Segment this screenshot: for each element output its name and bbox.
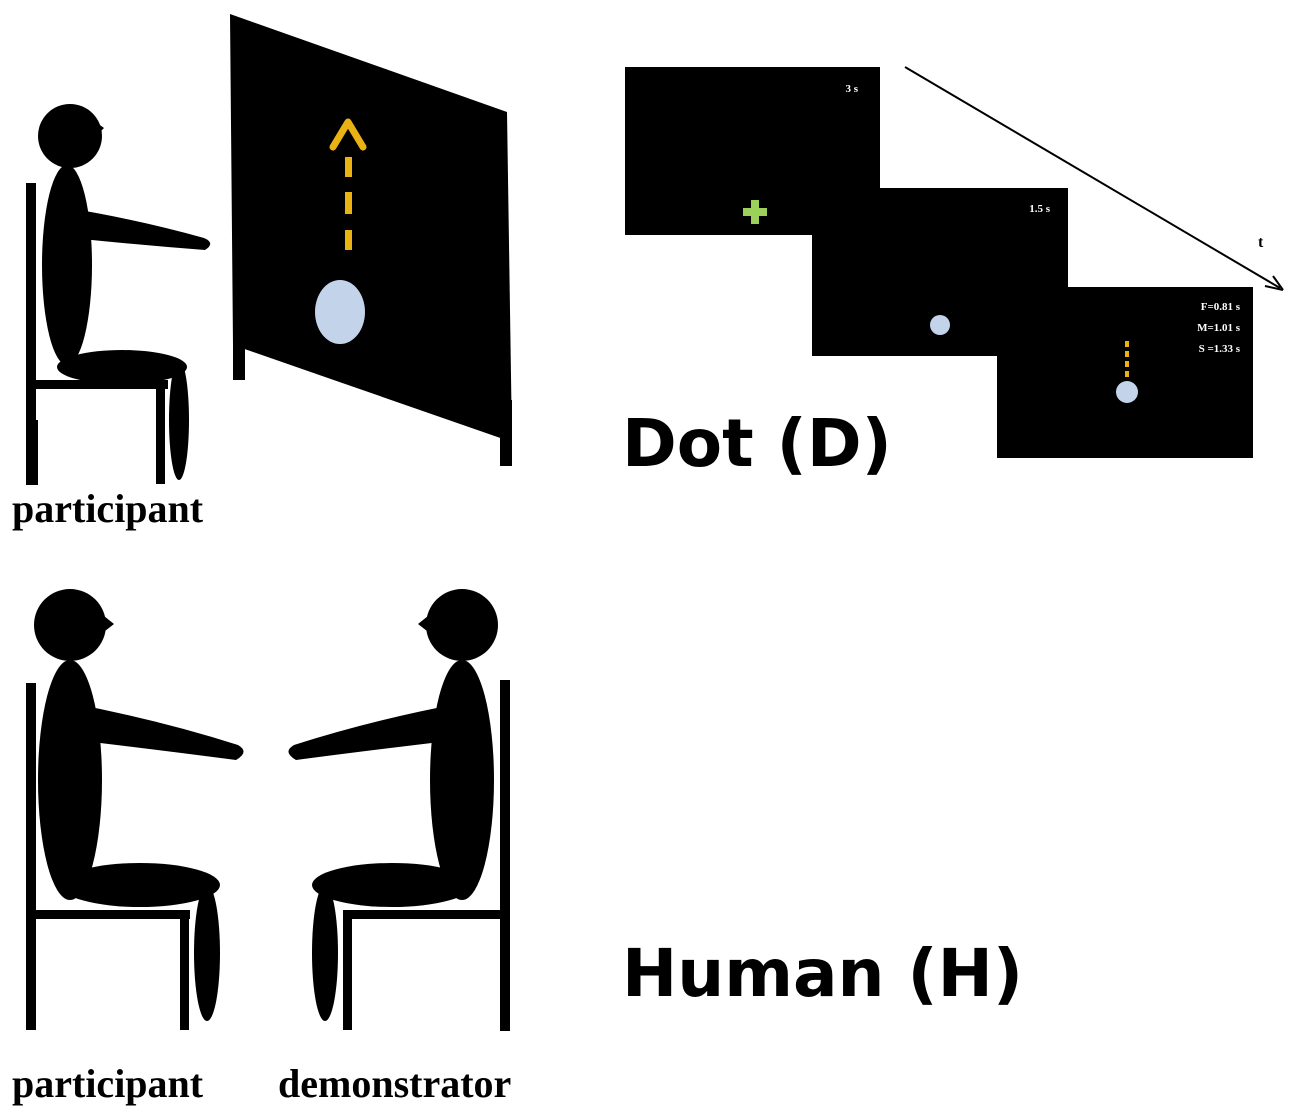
dot-stimulus <box>1116 381 1138 403</box>
time-arrow: t <box>904 66 1284 291</box>
speed-fast: F=0.81 s <box>1201 301 1241 313</box>
bottom-participant-figure <box>26 589 244 1030</box>
fixation-cross-icon <box>743 200 767 224</box>
screen-duration: 1.5 s <box>1029 203 1051 215</box>
screen-duration: 3 s <box>845 83 858 95</box>
chair-icon <box>343 680 510 1031</box>
tilted-monitor-icon <box>230 14 512 466</box>
dot-stimulus <box>315 280 365 344</box>
top-participant-label: participant <box>12 486 204 531</box>
human-condition-label: Human (H) <box>622 935 1023 1012</box>
bottom-participant-label: participant <box>12 1061 204 1106</box>
seated-person-icon <box>34 589 244 1021</box>
demonstrator-figure <box>288 589 510 1031</box>
timeline-screen-3: F=0.81 s M=1.01 s S =1.33 s <box>997 287 1253 458</box>
speed-slow: S =1.33 s <box>1199 343 1241 355</box>
time-axis-label: t <box>1258 234 1264 251</box>
top-participant-figure <box>26 104 211 485</box>
speed-medium: M=1.01 s <box>1197 322 1241 334</box>
dot-condition-label: Dot (D) <box>622 405 892 482</box>
demonstrator-label: demonstrator <box>278 1061 511 1106</box>
upward-arrow-icon <box>329 118 367 250</box>
chair-icon <box>26 183 168 485</box>
dot-stimulus <box>930 315 950 335</box>
chair-icon <box>26 683 190 1030</box>
seated-person-icon <box>38 104 211 480</box>
small-arrow-icon <box>1125 341 1129 377</box>
seated-person-icon <box>288 589 498 1021</box>
